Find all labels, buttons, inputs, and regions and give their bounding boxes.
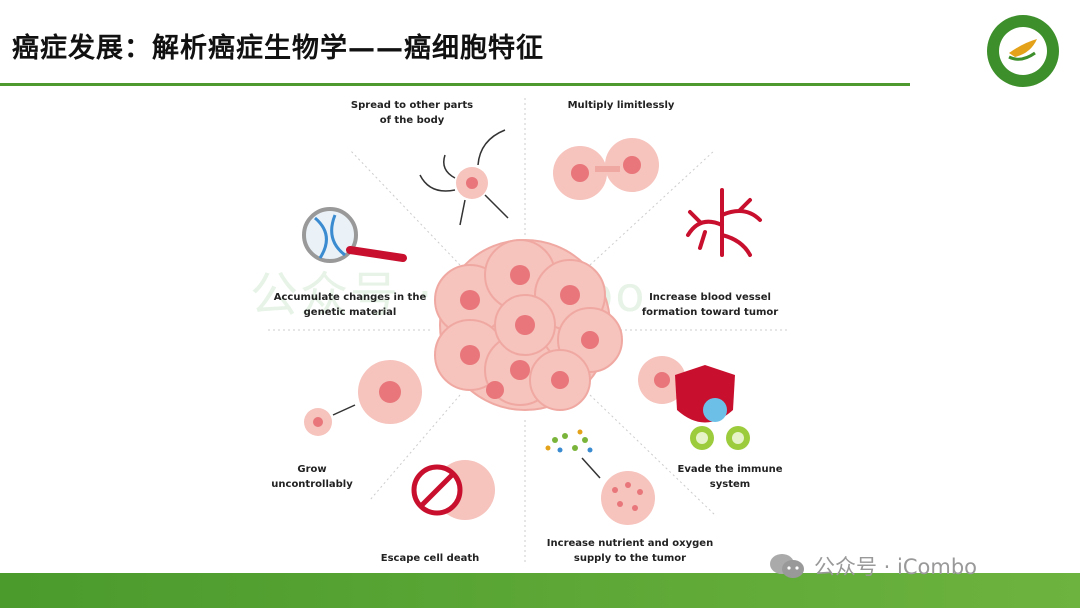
label-nutrient: Increase nutrient and oxygen supply to th… <box>547 536 713 566</box>
label-immune: Evade the immune system <box>678 462 783 492</box>
blood-vessel-icon <box>686 188 762 257</box>
label-line: Evade the immune <box>677 464 783 475</box>
title-divider <box>0 83 910 86</box>
label-line: Escape cell death <box>380 553 480 564</box>
label-genetic: Accumulate changes in the genetic materia… <box>274 290 426 320</box>
label-line: supply to the tumor <box>573 553 687 564</box>
label-line: Spread to other parts <box>350 100 474 111</box>
label-line: Grow <box>297 464 327 475</box>
slide-title: 癌症发展：解析癌症生物学——癌细胞特征 <box>12 33 544 64</box>
label-line: Multiply limitlessly <box>567 100 675 111</box>
label-multiply: Multiply limitlessly <box>568 98 675 113</box>
wechat-watermark: 公众号 · iCombo <box>768 551 977 581</box>
label-line: genetic material <box>303 307 397 318</box>
label-line: system <box>709 479 751 490</box>
label-line: formation toward tumor <box>641 307 779 318</box>
grow-cells-icon <box>304 360 422 436</box>
wechat-account-text: 公众号 · iCombo <box>814 555 978 579</box>
label-spread: Spread to other parts of the body <box>351 98 473 128</box>
university-logo <box>987 15 1059 87</box>
tumor-cluster <box>434 239 623 411</box>
label-line: Increase blood vessel <box>649 292 771 303</box>
immune-shield-icon <box>638 356 750 450</box>
multiply-cells-icon <box>553 138 659 200</box>
label-line: Accumulate changes in the <box>273 292 427 303</box>
label-death: Escape cell death <box>381 551 480 566</box>
magnifier-dna-icon <box>302 207 407 263</box>
nutrient-icon <box>545 429 655 525</box>
footer-bar <box>0 573 1080 608</box>
label-line: of the body <box>379 115 445 126</box>
spread-cells-icon <box>419 129 509 226</box>
label-vessel: Increase blood vessel formation toward tu… <box>642 290 778 320</box>
wechat-icon <box>770 554 804 578</box>
label-line: Increase nutrient and oxygen <box>546 538 714 549</box>
divider-lines <box>268 95 790 565</box>
label-line: uncontrollably <box>271 479 353 490</box>
no-cell-death-icon <box>411 460 495 520</box>
label-grow: Grow uncontrollably <box>271 462 352 492</box>
